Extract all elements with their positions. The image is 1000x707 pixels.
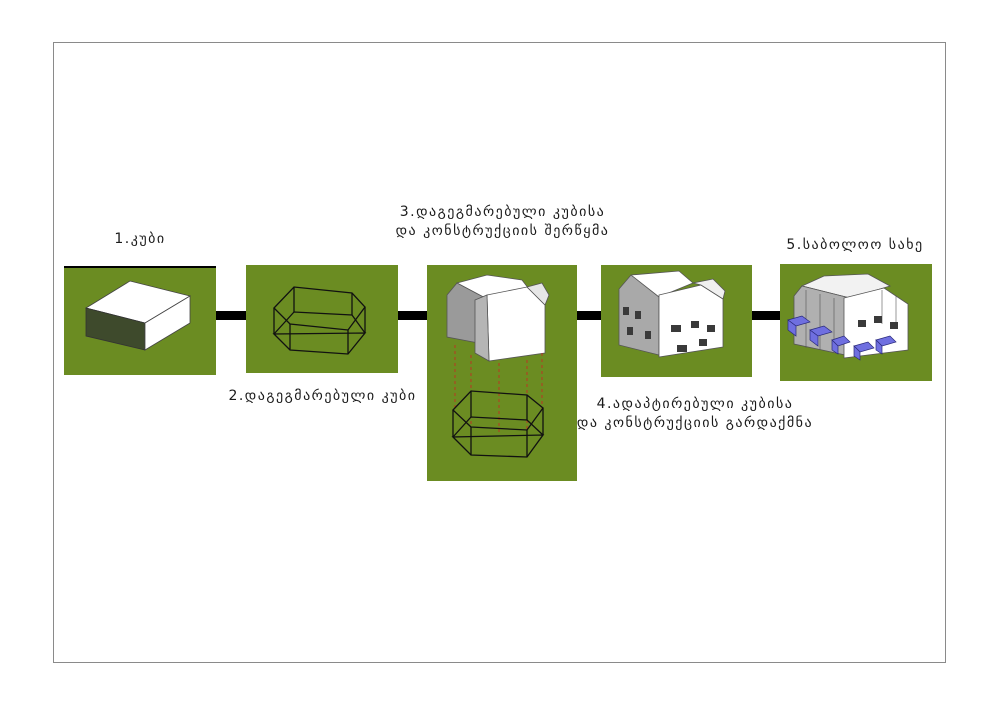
step-2-label: 2.დაგეგმარებული კუბი xyxy=(215,387,430,406)
step-5-panel xyxy=(780,264,932,381)
cube-illustration xyxy=(84,280,192,351)
step-4-label-line-2: და კონსტრუქციის გარდაქმნა xyxy=(576,415,814,431)
step-5-label-line-1: 5.საბოლოო სახე xyxy=(786,237,924,253)
step-2-label-line-1: 2.დაგეგმარებული კუბი xyxy=(228,388,417,404)
step-1-label: 1.კუბი xyxy=(80,230,200,249)
step-3-panel xyxy=(427,265,577,481)
connector-2-3 xyxy=(398,311,427,320)
step-3-label-line-1: 3.დაგეგმარებული კუბისა xyxy=(399,204,606,220)
step-4-label-line-1: 4.ადაპტირებული კუბისა xyxy=(596,396,794,412)
step-1-panel xyxy=(64,266,216,375)
adapted-cube-illustration xyxy=(618,270,726,358)
step-4-panel xyxy=(601,265,752,377)
connector-3-4 xyxy=(577,311,601,320)
step-3-label-line-2: და კონსტრუქციის შერწყმა xyxy=(395,223,610,239)
connector-4-5 xyxy=(752,311,780,320)
merge-illustration xyxy=(446,274,550,458)
step-4-label: 4.ადაპტირებული კუბისა და კონსტრუქციის გა… xyxy=(565,395,825,433)
wireframe-cube-illustration xyxy=(272,286,367,355)
step-3-label: 3.დაგეგმარებული კუბისა და კონსტრუქციის შ… xyxy=(380,203,625,241)
step-2-panel xyxy=(246,265,398,373)
step-5-label: 5.საბოლოო სახე xyxy=(770,236,940,255)
step-1-label-line-1: 1.კუბი xyxy=(114,231,166,247)
connector-1-2 xyxy=(216,311,246,320)
final-form-illustration xyxy=(787,273,909,361)
drawing-frame xyxy=(53,42,946,663)
